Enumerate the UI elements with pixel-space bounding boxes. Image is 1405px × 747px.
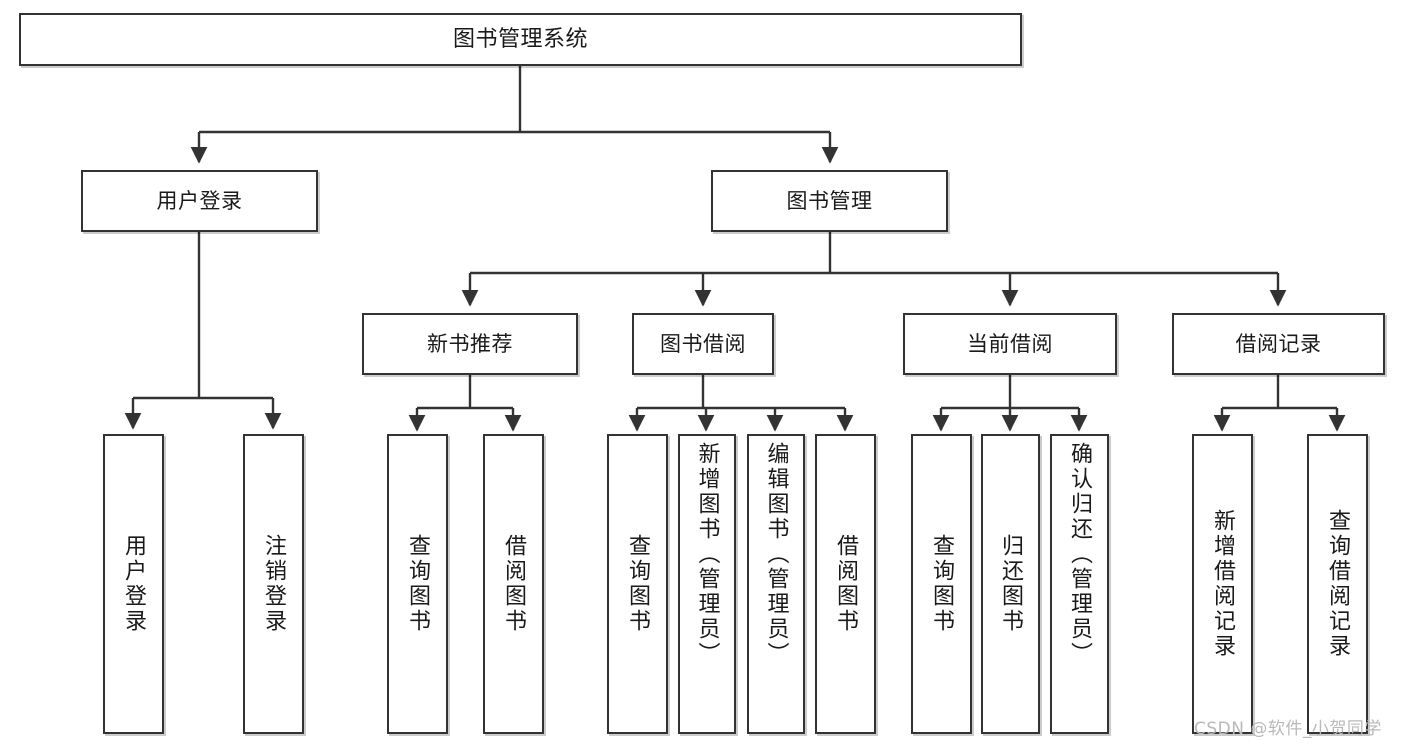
node-book-borrow[interactable]: 图书借阅 <box>632 313 774 375</box>
node-root-book-management-system[interactable]: 图书管理系统 <box>19 13 1022 66</box>
node-label: 新增图书（管理员） <box>694 442 720 667</box>
node-user-login[interactable]: 用户登录 <box>81 170 318 232</box>
node-label: 查询图书 <box>929 534 955 634</box>
node-label: 查询图书 <box>625 534 651 634</box>
node-label: 用户登录 <box>156 188 243 213</box>
node-label: 图书借阅 <box>660 331 746 356</box>
leaf-query-book-2[interactable]: 查询图书 <box>607 434 668 734</box>
leaf-edit-book[interactable]: 编辑图书（管理员） <box>747 434 805 734</box>
node-book-manage[interactable]: 图书管理 <box>711 170 948 232</box>
node-label: 借阅记录 <box>1235 331 1322 356</box>
node-label: 归还图书 <box>998 534 1024 634</box>
node-borrow-record[interactable]: 借阅记录 <box>1172 313 1385 375</box>
node-label: 查询借阅记录 <box>1325 509 1351 659</box>
leaf-user-login[interactable]: 用户登录 <box>103 434 164 734</box>
node-label: 确认归还（管理员） <box>1067 442 1093 667</box>
leaf-borrow-book-1[interactable]: 借阅图书 <box>483 434 544 734</box>
leaf-borrow-book-2[interactable]: 借阅图书 <box>815 434 876 734</box>
node-new-book-recommend[interactable]: 新书推荐 <box>362 313 578 375</box>
node-current-borrow[interactable]: 当前借阅 <box>903 313 1117 375</box>
leaf-add-record[interactable]: 新增借阅记录 <box>1192 434 1253 734</box>
leaf-add-book[interactable]: 新增图书（管理员） <box>678 434 736 734</box>
node-label: 编辑图书（管理员） <box>763 442 789 667</box>
node-label: 借阅图书 <box>501 534 527 634</box>
leaf-user-logout[interactable]: 注销登录 <box>243 434 304 734</box>
node-label: 注销登录 <box>261 534 287 634</box>
leaf-query-record[interactable]: 查询借阅记录 <box>1307 434 1368 734</box>
node-label: 图书管理 <box>786 188 873 213</box>
leaf-query-book-3[interactable]: 查询图书 <box>911 434 972 734</box>
leaf-return-book[interactable]: 归还图书 <box>981 434 1040 734</box>
node-label: 查询图书 <box>405 534 431 634</box>
node-label: 当前借阅 <box>967 331 1053 356</box>
node-label: 借阅图书 <box>833 534 859 634</box>
csdn-watermark: CSDN @软件_小贺同学 <box>1194 719 1382 739</box>
leaf-confirm-return[interactable]: 确认归还（管理员） <box>1050 434 1109 734</box>
leaf-query-book-1[interactable]: 查询图书 <box>387 434 448 734</box>
node-label: 新书推荐 <box>427 331 513 356</box>
node-label: 新增借阅记录 <box>1210 509 1236 659</box>
node-label: 图书管理系统 <box>452 26 588 52</box>
node-label: 用户登录 <box>121 534 147 634</box>
